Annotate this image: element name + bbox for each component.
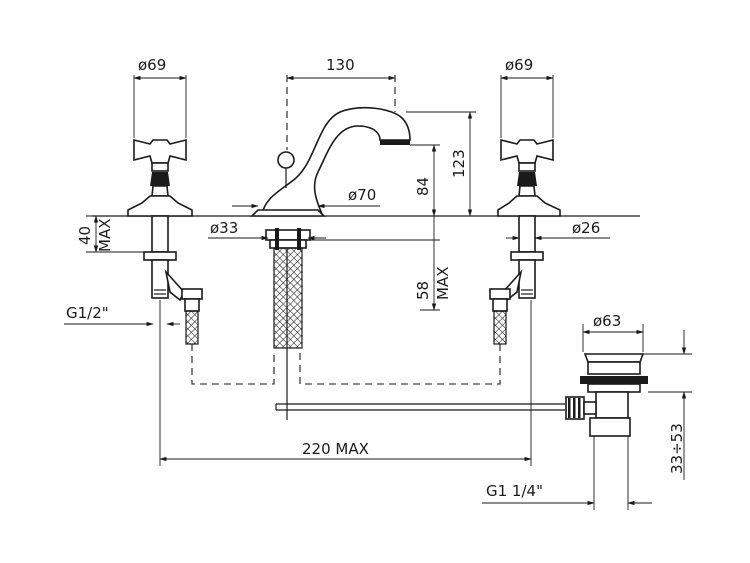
dim-overall-width xyxy=(159,300,532,466)
dim-waste-dia xyxy=(582,324,644,352)
inlet-thread-label: G1/2" xyxy=(66,304,109,322)
spout-shank-dia-label: ø33 xyxy=(210,219,238,237)
dim-spout-offset xyxy=(286,75,396,150)
waste-height-label: 33÷53 xyxy=(668,423,686,474)
waste-dia-label: ø63 xyxy=(593,312,621,330)
deck-thickness-max-label: MAX xyxy=(96,219,114,252)
outlet-height-label: 84 xyxy=(414,177,432,196)
spout xyxy=(250,106,411,404)
left-handle-dia-label: ø69 xyxy=(138,56,166,74)
dim-waste-height xyxy=(643,330,692,480)
dim-outlet-height xyxy=(410,144,440,217)
waste-thread-label: G1 1/4" xyxy=(486,482,543,500)
deck-thickness-label: 40 xyxy=(76,226,94,245)
right-hose-path xyxy=(299,344,501,385)
left-valve xyxy=(127,138,203,345)
dim-waste-thread xyxy=(482,436,652,510)
spout-height-label: 123 xyxy=(450,149,468,178)
spout-base-dia-label: ø70 xyxy=(348,186,376,204)
spout-depth-label: 58 xyxy=(414,281,432,300)
spout-offset-label: 130 xyxy=(326,56,355,74)
pop-up-waste xyxy=(565,353,648,437)
dim-spout-height xyxy=(406,111,476,217)
dim-deck-thickness xyxy=(86,215,148,253)
spout-depth-max-label: MAX xyxy=(434,267,452,300)
dim-right-handle xyxy=(500,75,554,138)
dim-spout-depth xyxy=(310,216,440,311)
right-valve xyxy=(489,138,561,345)
right-handle-dia-label: ø69 xyxy=(505,56,533,74)
dim-left-handle xyxy=(133,75,187,138)
overall-width-label: 220 MAX xyxy=(302,440,369,458)
left-hose-path xyxy=(191,344,275,385)
right-shank-dia-label: ø26 xyxy=(572,219,600,237)
